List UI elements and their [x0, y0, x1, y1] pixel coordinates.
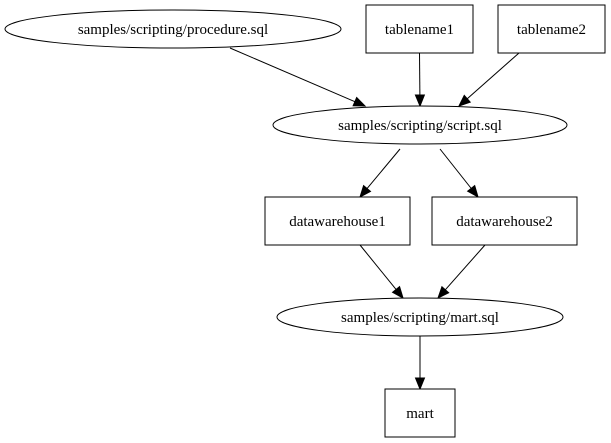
node-mart-sql-label: samples/scripting/mart.sql: [341, 310, 499, 326]
node-procedure-sql-shape: [4, 9, 342, 49]
node-tablename1-shape: [365, 4, 474, 54]
node-mart[interactable]: mart: [384, 388, 456, 438]
edge-line: [439, 148, 472, 189]
edge-script-to-datawarehouse2: [439, 148, 479, 199]
edge-line: [444, 244, 486, 291]
node-mart-label: mart: [406, 406, 434, 422]
arrowhead-icon: [458, 94, 472, 107]
node-tablename2[interactable]: tablename2: [497, 4, 606, 54]
edge-tablename2-to-script: [458, 52, 520, 107]
node-datawarehouse1-label: datawarehouse1: [289, 214, 386, 230]
edges-layer: [229, 47, 520, 391]
arrowhead-icon: [414, 377, 426, 391]
node-datawarehouse2-shape: [431, 196, 578, 246]
node-procedure-sql-label: samples/scripting/procedure.sql: [78, 22, 268, 38]
node-procedure-sql[interactable]: samples/scripting/procedure.sql: [4, 9, 342, 49]
edge-line: [366, 148, 401, 189]
node-tablename2-shape: [497, 4, 606, 54]
edge-tablename1-to-script: [414, 52, 426, 108]
node-mart-sql[interactable]: samples/scripting/mart.sql: [276, 297, 564, 337]
arrowhead-icon: [359, 184, 372, 199]
node-datawarehouse1[interactable]: datawarehouse1: [264, 196, 411, 246]
node-script-sql[interactable]: samples/scripting/script.sql: [272, 105, 568, 145]
edge-datawarehouse2-to-mart_sql: [437, 244, 486, 299]
node-tablename1-label: tablename1: [385, 22, 454, 38]
node-datawarehouse2-label: datawarehouse2: [456, 214, 553, 230]
arrowhead-icon: [437, 285, 450, 299]
node-datawarehouse2[interactable]: datawarehouse2: [431, 196, 578, 246]
arrowhead-icon: [414, 94, 426, 108]
arrowhead-icon: [391, 285, 404, 300]
edge-line: [359, 244, 397, 290]
arrowhead-icon: [352, 96, 367, 107]
edge-mart_sql-to-mart: [414, 336, 426, 391]
node-tablename2-label: tablename2: [517, 22, 586, 38]
arrowhead-icon: [466, 184, 479, 199]
edge-procedure-to-script: [229, 47, 367, 107]
node-script-sql-shape: [272, 105, 568, 145]
edge-line: [466, 52, 520, 100]
node-script-sql-label: samples/scripting/script.sql: [338, 118, 502, 134]
node-datawarehouse1-shape: [264, 196, 411, 246]
node-tablename1[interactable]: tablename1: [365, 4, 474, 54]
edge-datawarehouse1-to-mart_sql: [359, 244, 404, 300]
node-mart-sql-shape: [276, 297, 564, 337]
edge-line: [229, 47, 356, 103]
edge-script-to-datawarehouse1: [359, 148, 401, 199]
node-mart-shape: [384, 388, 456, 438]
